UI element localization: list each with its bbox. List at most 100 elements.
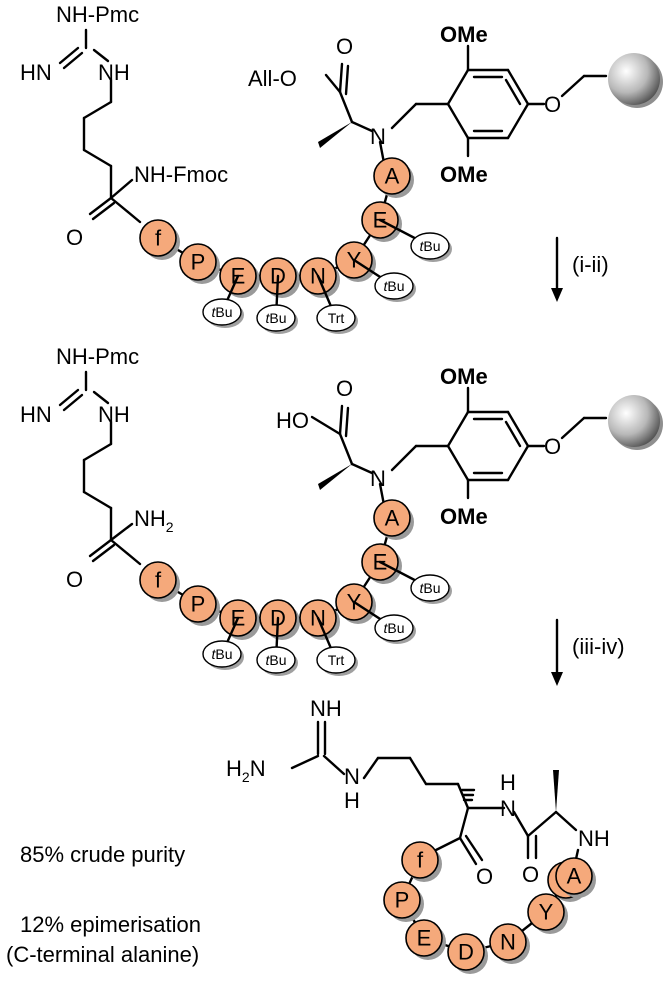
s2-protecting-group-label-2: tBu bbox=[265, 652, 286, 668]
hn-label: HN bbox=[20, 60, 52, 85]
s2-protecting-group-1: tBu bbox=[202, 640, 244, 670]
s1-residue-1: f bbox=[139, 219, 180, 260]
guanidine-n-label: N bbox=[344, 764, 360, 789]
nh-pmc-label: NH-Pmc bbox=[56, 2, 139, 27]
amide-h-label: H bbox=[500, 770, 516, 795]
s3-residue-1: f bbox=[401, 841, 442, 882]
ester-carbonyl-oxygen-label: O bbox=[336, 34, 353, 59]
s2-protecting-group-label-5: tBu bbox=[419, 580, 440, 596]
s3-residue-label-5: N bbox=[500, 930, 516, 955]
s3-residue-label-3: E bbox=[417, 926, 432, 951]
purity-note: 85% crude purity bbox=[20, 842, 185, 867]
s1-protecting-group-label-3: Trt bbox=[328, 310, 345, 326]
s2-protecting-group-2: tBu bbox=[256, 646, 298, 676]
epimerisation-note: 12% epimerisation bbox=[20, 912, 201, 937]
s2-protecting-group-3: Trt bbox=[316, 646, 358, 676]
structure-deprotected-resin-peptide: NH-Pmc HN NH NH2 O bbox=[20, 344, 663, 676]
s1-residue-label-8: A bbox=[385, 164, 400, 189]
arginine-bonds-2 bbox=[58, 370, 142, 566]
s2-residue-label-1: f bbox=[155, 568, 162, 593]
linker-bonds bbox=[318, 44, 608, 165]
methoxy-bottom-label: OMe bbox=[440, 162, 488, 187]
ether-oxygen-label-2: O bbox=[544, 434, 561, 459]
s1-protecting-group-4: tBu bbox=[374, 272, 416, 302]
s1-protecting-group-label-2: tBu bbox=[265, 310, 286, 326]
s2-residue-3: E bbox=[219, 599, 260, 640]
carbonyl-oxygen-label: O bbox=[66, 225, 83, 250]
guanidine-h-label: H bbox=[344, 788, 360, 813]
s2-residue-label-2: P bbox=[191, 592, 206, 617]
guanidine-amine-label: H2N bbox=[226, 756, 266, 785]
s1-protecting-group-5: tBu bbox=[410, 232, 452, 262]
imine-nh-label: NH bbox=[310, 696, 342, 721]
s1-protecting-group-label-5: tBu bbox=[419, 238, 440, 254]
acid-carbonyl-oxygen-label: O bbox=[336, 376, 353, 401]
reaction-arrow-2: (iii-iv) bbox=[551, 618, 625, 686]
ring-nh-label: NH bbox=[578, 826, 610, 851]
s2-residue-4: D bbox=[259, 599, 300, 640]
s1-protecting-group-label-4: tBu bbox=[383, 278, 404, 294]
s3-residue-label-4: D bbox=[458, 940, 474, 965]
structure-protected-resin-peptide: NH-Pmc HN NH NH-Fmoc O bbox=[20, 2, 663, 334]
amide-oxygen-label: O bbox=[522, 862, 539, 887]
s1-residue-4: D bbox=[259, 257, 300, 298]
s1-residue-2: P bbox=[179, 243, 220, 284]
s3-residue-4: D bbox=[447, 933, 488, 974]
s2-residue-label-8: A bbox=[385, 506, 400, 531]
hn-label-2: HN bbox=[20, 402, 52, 427]
step2-label: (iii-iv) bbox=[572, 634, 625, 659]
s1-protecting-group-label-1: tBu bbox=[211, 304, 232, 320]
s3-residue-2: P bbox=[383, 881, 424, 922]
methoxy-top-label-2: OMe bbox=[440, 364, 488, 389]
reaction-arrow-1: (i-ii) bbox=[551, 236, 609, 302]
s2-residue-8: A bbox=[373, 499, 414, 540]
s3-residue-label-6: Y bbox=[539, 900, 554, 925]
linker-bonds-2 bbox=[310, 386, 608, 507]
s1-protecting-group-1: tBu bbox=[202, 298, 244, 328]
s1-residue-8: A bbox=[373, 157, 414, 198]
s1-residue-label-2: P bbox=[191, 250, 206, 275]
s3-residue-label-2: P bbox=[395, 888, 410, 913]
epimerisation-detail-note: (C-terminal alanine) bbox=[6, 942, 199, 967]
arginine-bonds bbox=[58, 28, 142, 224]
s1-protecting-group-3: Trt bbox=[316, 304, 358, 334]
s2-protecting-group-4: tBu bbox=[374, 614, 416, 644]
carbonyl-oxygen-label-2: O bbox=[66, 567, 83, 592]
s3-residue-5: N bbox=[489, 923, 530, 964]
backbone-nitrogen-label-2: N bbox=[370, 466, 386, 491]
s1-residue-label-1: f bbox=[155, 226, 162, 251]
ether-oxygen-label: O bbox=[544, 92, 561, 117]
s3-residue-6: Y bbox=[527, 893, 568, 934]
resin-bead-2 bbox=[608, 395, 663, 450]
nh-label: NH bbox=[98, 60, 130, 85]
s2-residue-5: N bbox=[299, 599, 340, 640]
s2-residue-1: f bbox=[139, 561, 180, 602]
methoxy-bottom-label-2: OMe bbox=[440, 504, 488, 529]
s2-protecting-group-label-1: tBu bbox=[211, 646, 232, 662]
acid-hydroxyl-label: HO bbox=[276, 408, 309, 433]
amide-n-label: N bbox=[500, 796, 516, 821]
resin-bead bbox=[608, 53, 663, 108]
amine-label: NH2 bbox=[134, 506, 174, 535]
s3-residue-label-8: A bbox=[567, 864, 582, 889]
backbone-nitrogen-label: N bbox=[370, 124, 386, 149]
s3-residue-3: E bbox=[405, 919, 446, 960]
step1-label: (i-ii) bbox=[572, 252, 609, 277]
s1-protecting-group-2: tBu bbox=[256, 304, 298, 334]
s2-protecting-group-label-3: Trt bbox=[328, 652, 345, 668]
nh-label-2: NH bbox=[98, 402, 130, 427]
s1-residue-3: E bbox=[219, 257, 260, 298]
s3-residue-label-1: f bbox=[417, 848, 424, 873]
nh-fmoc-label: NH-Fmoc bbox=[134, 162, 228, 187]
s3-residue-8: A bbox=[555, 857, 596, 898]
s2-protecting-group-5: tBu bbox=[410, 574, 452, 604]
cyclic-bonds bbox=[290, 720, 580, 870]
ring-carbonyl-oxygen-label: O bbox=[476, 864, 493, 889]
allyl-ester-label: All-O bbox=[248, 66, 297, 91]
hash-bond bbox=[460, 788, 476, 802]
s2-protecting-group-label-4: tBu bbox=[383, 620, 404, 636]
